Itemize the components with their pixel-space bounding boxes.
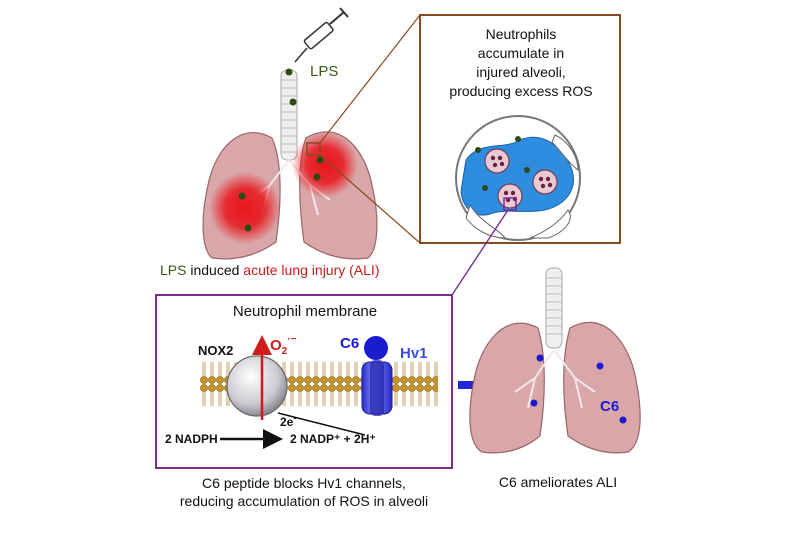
superoxide-label: O2·− — [270, 334, 297, 357]
left-caption-line1: C6 peptide blocks Hv1 channels, — [202, 475, 406, 491]
inset-title-line3: injured alveoli, — [476, 64, 566, 80]
ion-channel-icon — [361, 360, 393, 416]
nox2-label: NOX2 — [198, 343, 233, 358]
left-caption: C6 peptide blocks Hv1 channels, reducing… — [156, 474, 452, 510]
superoxide-base: O — [270, 337, 282, 354]
hv1-label: Hv1 — [400, 345, 428, 362]
nadp-products-label: 2 NADP⁺ + 2H⁺ — [290, 432, 376, 446]
superoxide-subscript: 2 — [282, 346, 288, 357]
electrons-base: 2e — [280, 415, 294, 429]
nox2-icon — [226, 355, 288, 417]
right-caption: C6 ameliorates ALI — [498, 474, 618, 490]
alveolus-icon — [455, 115, 581, 241]
electrons-superscript: - — [293, 413, 296, 423]
inset-connector-top — [319, 14, 421, 144]
lps-injection-label: LPS — [310, 63, 338, 80]
ali-induced-text: induced — [190, 262, 240, 278]
ali-lps-text: LPS — [160, 262, 187, 278]
left-caption-line2: reducing accumulation of ROS in alveoli — [179, 493, 429, 509]
membrane-title: Neutrophil membrane — [233, 303, 377, 320]
nadph-label: 2 NADPH — [165, 432, 218, 446]
c6-peptide-icon — [364, 336, 388, 360]
syringe-icon — [294, 7, 349, 63]
c6-label: C6 — [340, 335, 359, 352]
inset-connector-bottom — [319, 154, 421, 244]
membrane-connector — [451, 209, 509, 296]
ali-caption: LPS induced acute lung injury (ALI) — [160, 262, 379, 279]
injured-lung-icon — [202, 68, 378, 260]
inset-title-line4: producing excess ROS — [449, 83, 593, 99]
inset-title: Neutrophils accumulate in injured alveol… — [430, 25, 612, 101]
inset-title-line2: accumulate in — [477, 45, 565, 61]
electrons-label: 2e- — [280, 413, 296, 429]
electron-path — [277, 412, 366, 436]
treated-lung-icon — [469, 267, 641, 454]
superoxide-superscript: ·− — [287, 334, 296, 345]
treated-c6-label: C6 — [600, 398, 619, 415]
inset-title-line1: Neutrophils — [485, 26, 557, 42]
ali-term-text: acute lung injury (ALI) — [243, 262, 380, 278]
neutrophil-icon — [484, 148, 510, 174]
